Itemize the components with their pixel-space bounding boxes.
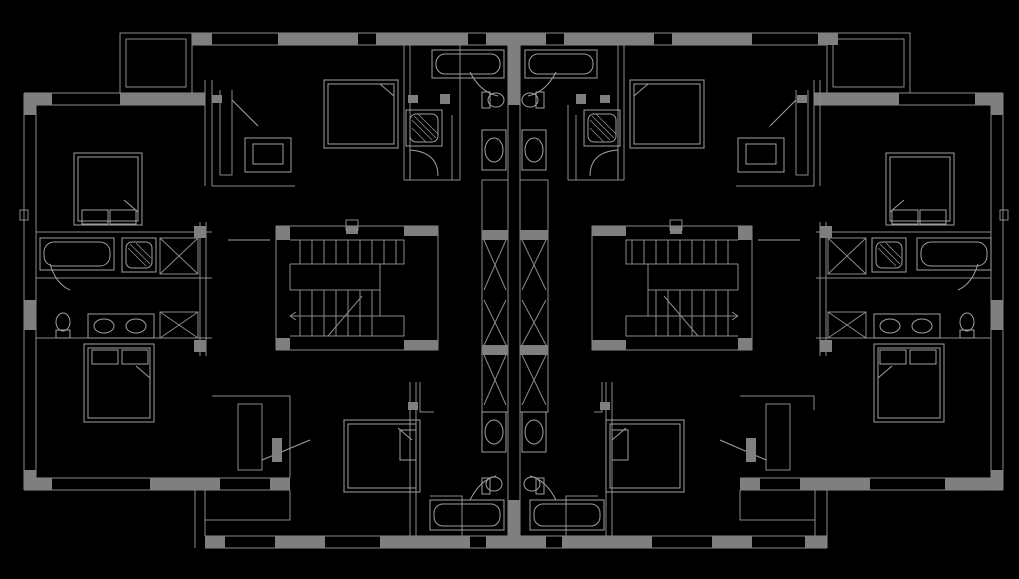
interior-partitions [36,44,991,536]
columns [19,94,1009,462]
sinks [87,129,941,453]
toilets [55,91,975,495]
staircase-left [275,219,439,351]
armchairs [231,99,797,461]
showers [121,109,907,273]
beds [73,79,955,493]
bathtubs [39,49,992,531]
central-shaft [481,45,549,536]
exterior-walls [23,32,1004,549]
door-swings [49,71,979,501]
staircase-right [591,219,753,351]
